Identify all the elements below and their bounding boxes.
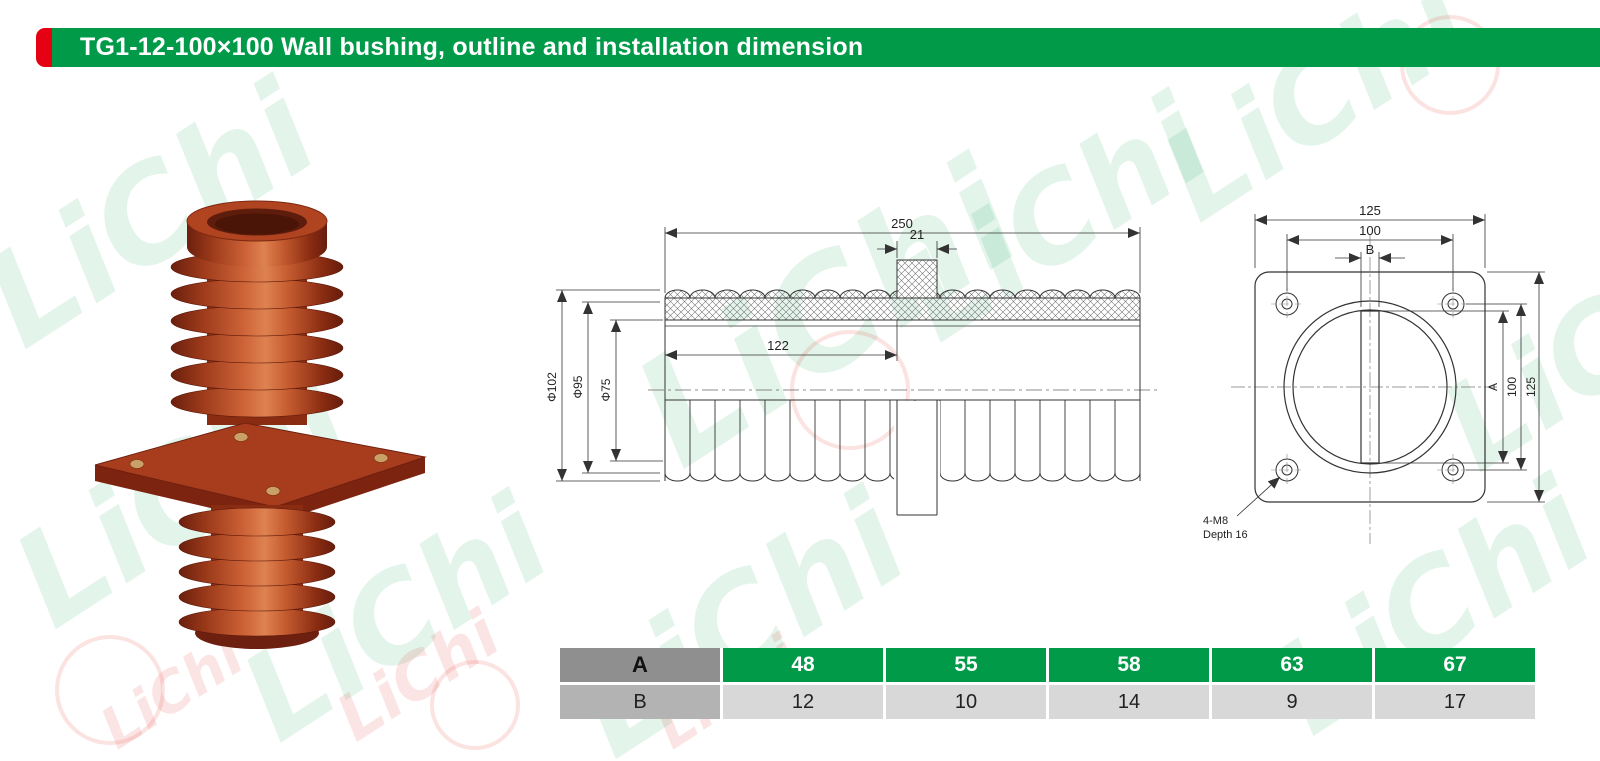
- table-cell: 48: [723, 648, 883, 682]
- table-row-a: A 48 55 58 63 67: [560, 648, 1535, 682]
- table-cell: 14: [1049, 685, 1209, 719]
- dim-left-length: 122: [767, 338, 789, 353]
- watermark-ring: [430, 660, 520, 750]
- front-view-drawing: 125 100 B A 100 125 4-M8 Depth 16: [1203, 203, 1545, 544]
- table-cell: 9: [1212, 685, 1372, 719]
- table-row-b-label: B: [560, 685, 720, 719]
- table-cell: 63: [1212, 648, 1372, 682]
- dim-top-overall: 125: [1359, 203, 1381, 218]
- side-dimension-lines: [556, 227, 1141, 482]
- dim-right-slot: A: [1486, 383, 1500, 391]
- flange-bolt-hole: [373, 453, 389, 463]
- header-bar: TG1-12-100×100 Wall bushing, outline and…: [36, 28, 1600, 67]
- table-row-b: B 12 10 14 9 17: [560, 685, 1535, 719]
- flange-bolt-hole: [233, 432, 249, 442]
- center-lines: [1231, 234, 1497, 544]
- dim-top-slot: B: [1366, 242, 1375, 257]
- table-cell: 12: [723, 685, 883, 719]
- dimension-table: A 48 55 58 63 67 B 12 10 14 9 17: [560, 648, 1535, 719]
- dim-outer-diameter: Φ102: [545, 372, 559, 402]
- section-body: [664, 259, 1141, 516]
- header-green-bar: TG1-12-100×100 Wall bushing, outline and…: [52, 28, 1600, 67]
- table-cell: 55: [886, 648, 1046, 682]
- table-cell: 10: [886, 685, 1046, 719]
- dim-right-holes: 100: [1505, 377, 1519, 397]
- bushing-lower-ribs: [178, 505, 336, 649]
- dim-rib-diameter: Φ95: [571, 375, 585, 398]
- bolt-hole-centerlines: [1271, 288, 1469, 486]
- bushing-upper-ribs: [170, 235, 344, 425]
- thread-note-line1: 4-M8: [1203, 515, 1228, 527]
- side-dimension-labels: 250 21 122 Φ102 Φ95 Φ75: [545, 216, 924, 402]
- bushing-top-opening: [186, 200, 328, 267]
- dim-right-overall: 125: [1524, 377, 1538, 397]
- front-dimension-lines: [1236, 214, 1545, 517]
- table-cell: 58: [1049, 648, 1209, 682]
- table-row-a-label: A: [560, 648, 720, 682]
- dim-flange-width: 21: [910, 227, 924, 242]
- flange-outline: [1254, 271, 1486, 503]
- front-dimension-labels: 125 100 B A 100 125 4-M8 Depth 16: [1203, 203, 1538, 541]
- dim-top-holes: 100: [1359, 223, 1381, 238]
- table-cell: 67: [1375, 648, 1535, 682]
- table-cell: 17: [1375, 685, 1535, 719]
- dim-total-length: 250: [891, 216, 913, 231]
- flange-bolt-hole: [129, 459, 145, 469]
- flange-bolt-hole: [265, 486, 281, 496]
- bushing-flange: [94, 422, 427, 523]
- side-view-drawing: 250 21 122 Φ102 Φ95 Φ75: [545, 216, 1158, 516]
- thread-note-line2: Depth 16: [1203, 529, 1248, 541]
- dim-bore-diameter: Φ75: [599, 378, 613, 401]
- page-title: TG1-12-100×100 Wall bushing, outline and…: [80, 33, 864, 61]
- product-photo: [94, 200, 427, 649]
